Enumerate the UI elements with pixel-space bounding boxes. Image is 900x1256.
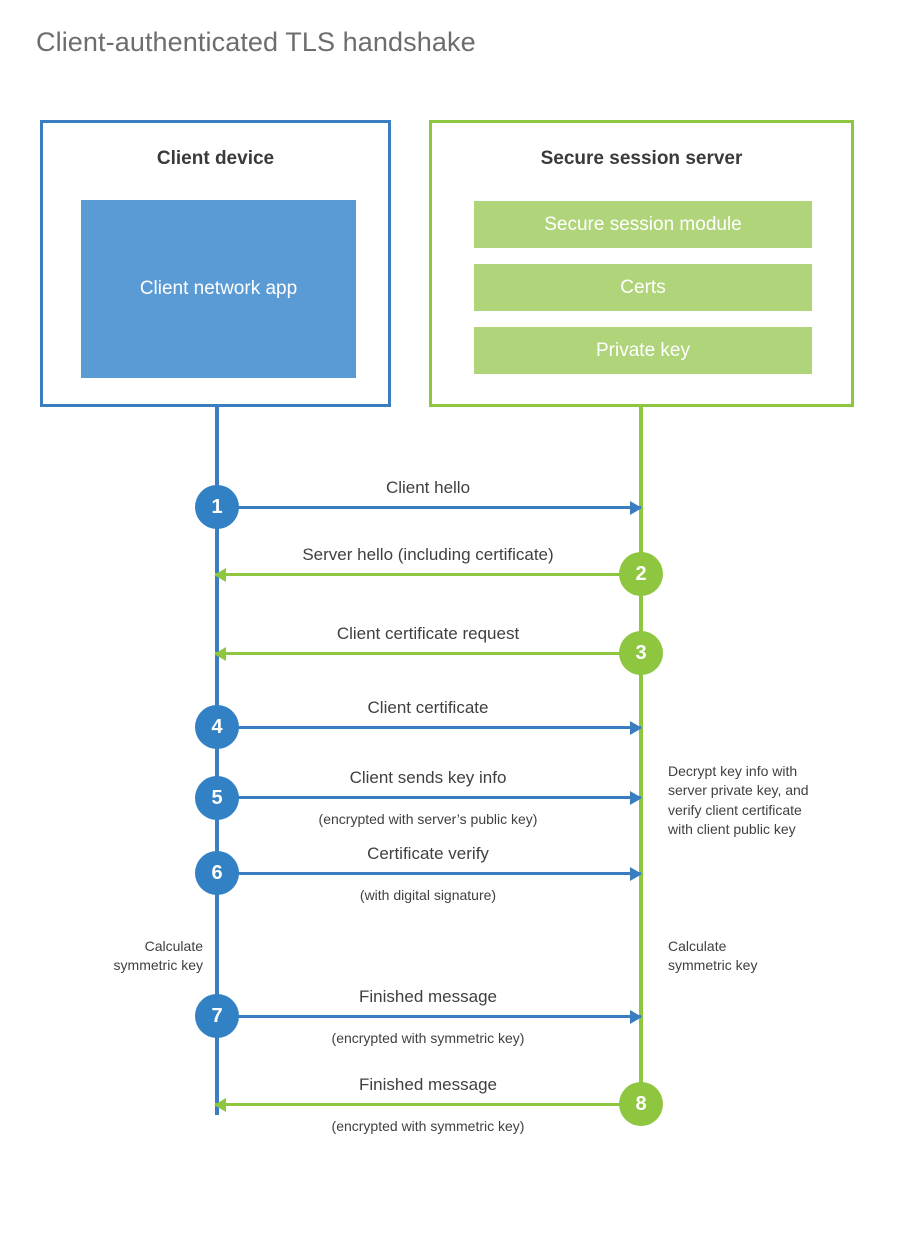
message-line-1 (215, 506, 641, 509)
server-component-certs: Certs (474, 264, 812, 311)
client-lifeline (215, 405, 219, 1115)
message-label-5: Client sends key info (349, 768, 507, 787)
message-label-3: Client certificate request (336, 624, 520, 643)
message-line-4 (215, 726, 641, 729)
message-arrow-6: Certificate verify (with digital signatu… (215, 844, 642, 903)
arrowhead-right-icon (630, 1010, 642, 1024)
step-circle-1[interactable]: 1 (195, 485, 239, 529)
secure-session-server-title: Secure session server (540, 148, 743, 169)
message-arrow-5: Client sends key info (encrypted with se… (215, 768, 642, 827)
step-circle-7[interactable]: 7 (195, 994, 239, 1038)
message-sublabel-6: (with digital signature) (359, 887, 497, 903)
step-circle-2[interactable]: 2 (619, 552, 663, 596)
message-label-6: Certificate verify (367, 844, 489, 863)
arrowhead-right-icon (630, 791, 642, 805)
message-label-7: Finished message (359, 987, 497, 1006)
step-circle-8[interactable]: 8 (619, 1082, 663, 1126)
arrowhead-left-icon (214, 647, 226, 661)
message-sublabel-5: (encrypted with server’s public key) (318, 811, 538, 827)
annotation-server-calculate-symmetric-key: Calculate symmetric key (668, 938, 758, 974)
arrowhead-right-icon (630, 867, 642, 881)
message-line-7 (215, 1015, 641, 1018)
message-line-8 (215, 1103, 641, 1106)
message-arrow-2: Server hello (including certificate) (214, 545, 641, 582)
step-circle-5[interactable]: 5 (195, 776, 239, 820)
step-circle-3[interactable]: 3 (619, 631, 663, 675)
step-circle-6[interactable]: 6 (195, 851, 239, 895)
message-label-8: Finished message (359, 1075, 497, 1094)
page-title: Client-authenticated TLS handshake (36, 27, 476, 57)
arrowhead-left-icon (214, 568, 226, 582)
client-device-title: Client device (156, 148, 275, 169)
arrowhead-left-icon (214, 1098, 226, 1112)
message-sublabel-7: (encrypted with symmetric key) (331, 1030, 525, 1046)
message-line-5 (215, 796, 641, 799)
message-arrow-8: Finished message (encrypted with symmetr… (214, 1075, 641, 1134)
message-line-6 (215, 872, 641, 875)
annotation-client-calculate-symmetric-key: Calculate symmetric key (113, 938, 203, 974)
annotation-server-decrypt: Decrypt key info with server private key… (668, 763, 809, 837)
message-sublabel-8: (encrypted with symmetric key) (331, 1118, 525, 1134)
client-network-app-block: Client network app (81, 200, 356, 378)
message-arrow-3: Client certificate request (214, 624, 641, 661)
server-lifeline (639, 405, 643, 1105)
message-label-2: Server hello (including certificate) (302, 545, 554, 564)
message-line-3 (215, 652, 641, 655)
message-arrow-7: Finished message (encrypted with symmetr… (215, 987, 642, 1046)
arrowhead-right-icon (630, 721, 642, 735)
step-circle-4[interactable]: 4 (195, 705, 239, 749)
message-label-1: Client hello (385, 478, 471, 497)
server-component-private-key: Private key (474, 327, 812, 374)
message-label-4: Client certificate (367, 698, 489, 717)
server-component-secure-session-module: Secure session module (474, 201, 812, 248)
arrowhead-right-icon (630, 501, 642, 515)
message-arrow-1: Client hello (215, 478, 642, 515)
message-line-2 (215, 573, 641, 576)
secure-session-server-box: Secure session server Secure session mod… (429, 120, 854, 407)
message-arrow-4: Client certificate (215, 698, 642, 735)
client-device-box: Client device Client network app (40, 120, 391, 407)
